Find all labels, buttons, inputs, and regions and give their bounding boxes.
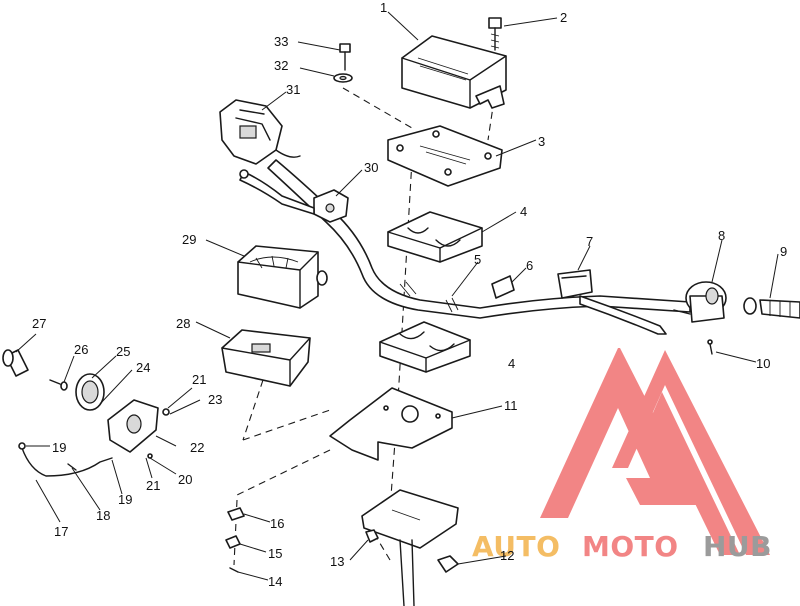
handlebar-clamp-upper [387,211,483,263]
callout-23: 23 [208,392,222,407]
logo-moto-text: MOTO [582,530,679,563]
callout-30: 30 [364,160,378,175]
callout-16: 16 [270,516,284,531]
callout-11: 11 [504,398,518,413]
watermark-logo: AUTO MOTO HUB [472,348,772,563]
logo-auto-text: AUTO [472,530,560,563]
column-plate [361,489,459,606]
logo-hub-text: HUB [703,530,772,563]
handlebar [267,159,691,319]
bolt-and-washer [333,43,353,83]
clip-part12 [437,555,459,573]
callout-8: 8 [718,228,725,243]
screw-part10 [709,343,713,355]
callout-21-lower: 21 [146,478,160,493]
callout-15: 15 [268,546,282,561]
pad-bolt [488,17,502,51]
callout-20: 20 [178,472,192,487]
steering-bracket [329,387,453,461]
meter-drive-assembly [2,349,170,477]
callout-1: 1 [380,0,387,15]
spacer-part6 [491,275,515,299]
speedometer-housing [221,329,311,387]
callout-5: 5 [474,252,481,267]
callout-18: 18 [96,508,110,523]
callout-2: 2 [560,10,567,25]
callout-26: 26 [74,342,88,357]
callout-9: 9 [780,244,787,259]
callout-19-left: 19 [52,440,66,455]
callout-33: 33 [274,34,288,49]
leader-lines [15,11,779,581]
logo-inner-stroke [652,392,740,555]
callout-24: 24 [136,360,150,375]
callout-13: 13 [330,554,344,569]
throttle-part8 [673,281,727,323]
left-control-perch [239,169,349,223]
right-controls [491,269,800,355]
callout-10: 10 [756,356,770,371]
callout-17: 17 [54,524,68,539]
right-switch-part7 [557,269,593,299]
handlebar-pad [401,35,507,109]
callout-27: 27 [32,316,46,331]
callout-25: 25 [116,344,130,359]
callout-6: 6 [526,258,533,273]
top-mounting-plate [387,125,503,187]
grip-part9 [743,297,800,319]
callout-19-bottom: 19 [118,492,132,507]
callout-3: 3 [538,134,545,149]
callout-22: 22 [190,440,204,455]
callout-21-upper: 21 [192,372,206,387]
callout-7: 7 [586,234,593,249]
speedometer [237,245,328,309]
callout-4-upper: 4 [520,204,527,219]
callout-29: 29 [182,232,196,247]
callout-4-lower: 4 [508,356,515,371]
brake-lever [579,295,667,335]
callout-32: 32 [274,58,288,73]
nut-part13 [365,529,379,543]
callout-28: 28 [176,316,190,331]
callout-14: 14 [268,574,282,589]
callout-numbers: 1 2 3 4 4 5 6 7 8 9 10 11 12 13 14 15 16… [32,0,787,589]
handlebar-clamp-lower [379,321,471,373]
logo-triangle-mark [540,348,770,555]
small-fasteners [225,507,245,573]
callout-12: 12 [500,548,514,563]
callout-31: 31 [286,82,300,97]
left-switch-housing [219,99,301,165]
